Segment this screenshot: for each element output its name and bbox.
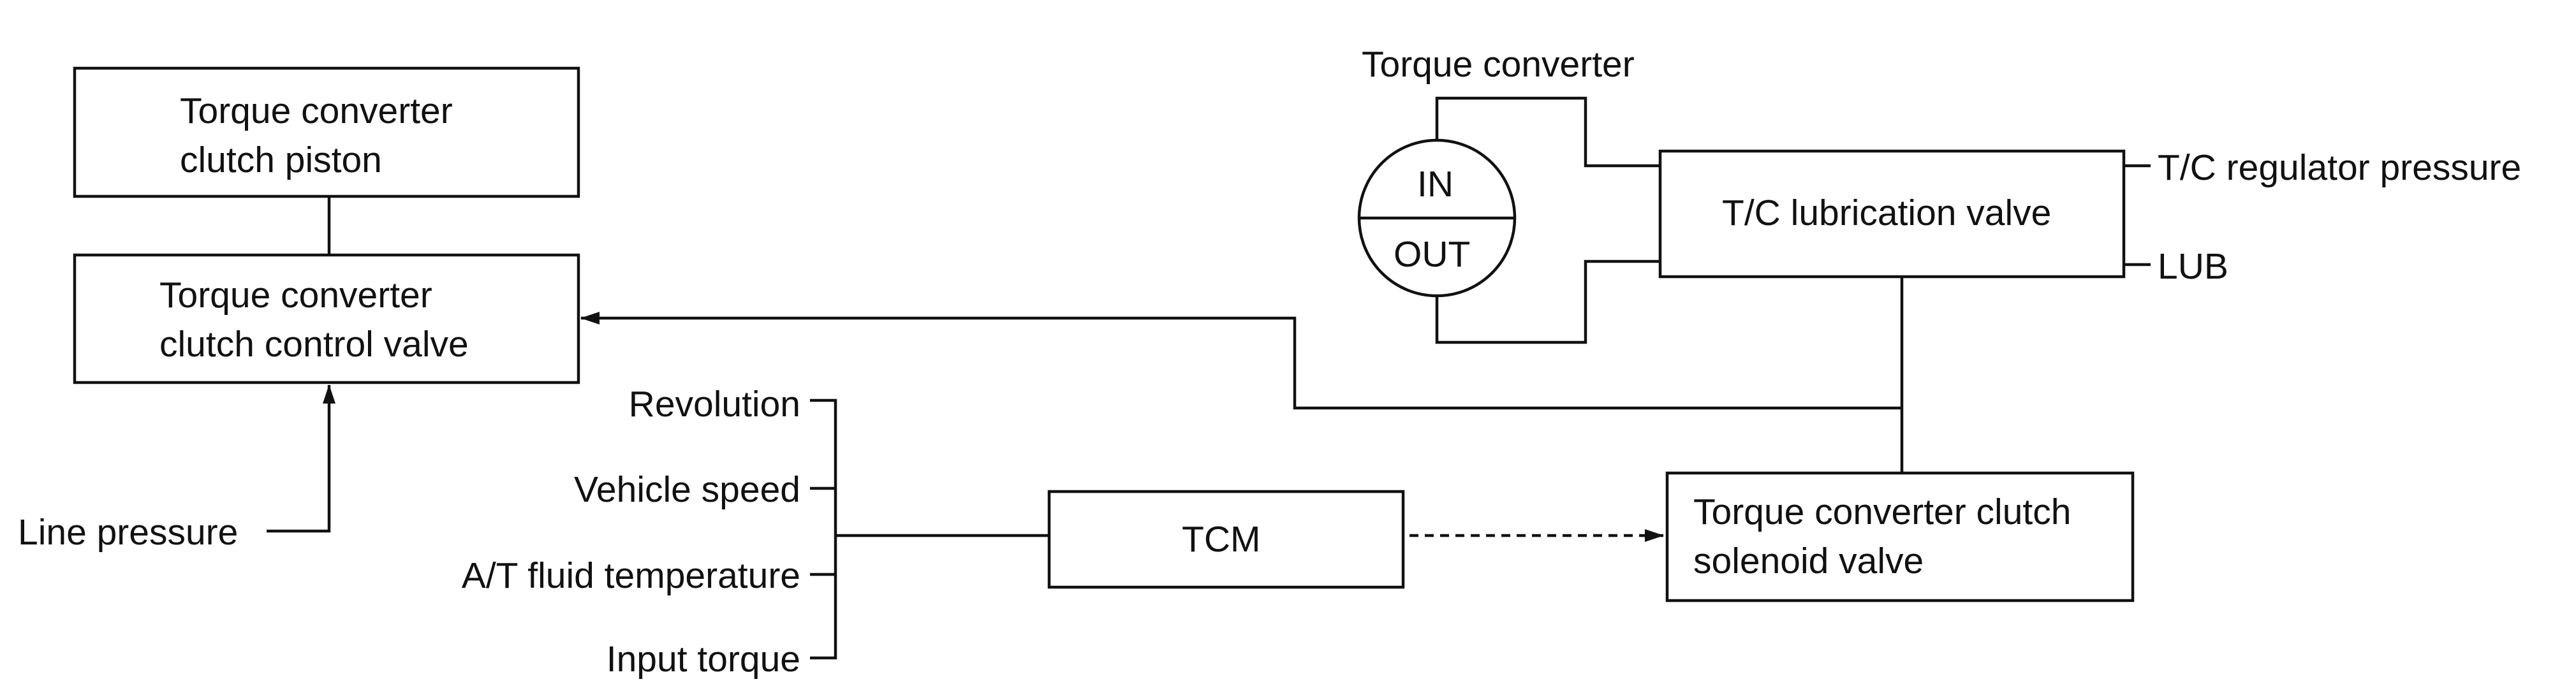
converter-in-line bbox=[1435, 96, 1660, 168]
torque-converter-in: IN bbox=[1417, 164, 1454, 205]
input-fluid-temperature: A/T fluid temperature bbox=[462, 555, 800, 596]
line-pressure-label: Line pressure bbox=[18, 512, 238, 553]
control-valve-label-1: Torque converter bbox=[159, 275, 432, 316]
input-revolution: Revolution bbox=[629, 384, 800, 425]
clutch-piston-label-2: clutch piston bbox=[180, 140, 382, 180]
clutch-piston-label-1: Torque converter bbox=[180, 91, 453, 131]
lubrication-valve-block: T/C lubrication valve bbox=[1658, 149, 2126, 279]
tcm-inputs: Revolution Vehicle speed A/T fluid tempe… bbox=[462, 384, 1049, 680]
input-vehicle-speed: Vehicle speed bbox=[574, 469, 800, 510]
feedback-arrow bbox=[580, 312, 1902, 410]
torque-converter-label: Torque converter bbox=[1362, 44, 1635, 85]
solenoid-valve-block: Torque converter clutch solenoid valve bbox=[1665, 471, 2135, 602]
clutch-control-valve-block: Torque converter clutch control valve bbox=[73, 253, 580, 384]
line-pressure-arrow bbox=[267, 384, 335, 533]
solenoid-label-1: Torque converter clutch bbox=[1693, 492, 2071, 532]
tcm-block: TCM bbox=[1047, 490, 1405, 589]
converter-out-line bbox=[1435, 259, 1660, 344]
lub-label: LUB bbox=[2158, 246, 2228, 287]
clutch-piston-block: Torque converter clutch piston bbox=[73, 66, 580, 198]
regulator-pressure-label: T/C regulator pressure bbox=[2158, 147, 2521, 188]
tcm-input-bus bbox=[810, 398, 837, 660]
torque-converter-out: OUT bbox=[1394, 234, 1470, 275]
solenoid-label-2: solenoid valve bbox=[1693, 541, 1924, 581]
tcm-label: TCM bbox=[1182, 519, 1260, 560]
control-valve-label-2: clutch control valve bbox=[159, 324, 469, 365]
input-torque: Input torque bbox=[607, 639, 800, 680]
lubrication-valve-label: T/C lubrication valve bbox=[1722, 193, 2051, 233]
torque-converter: Torque converter IN OUT bbox=[1357, 44, 1660, 344]
